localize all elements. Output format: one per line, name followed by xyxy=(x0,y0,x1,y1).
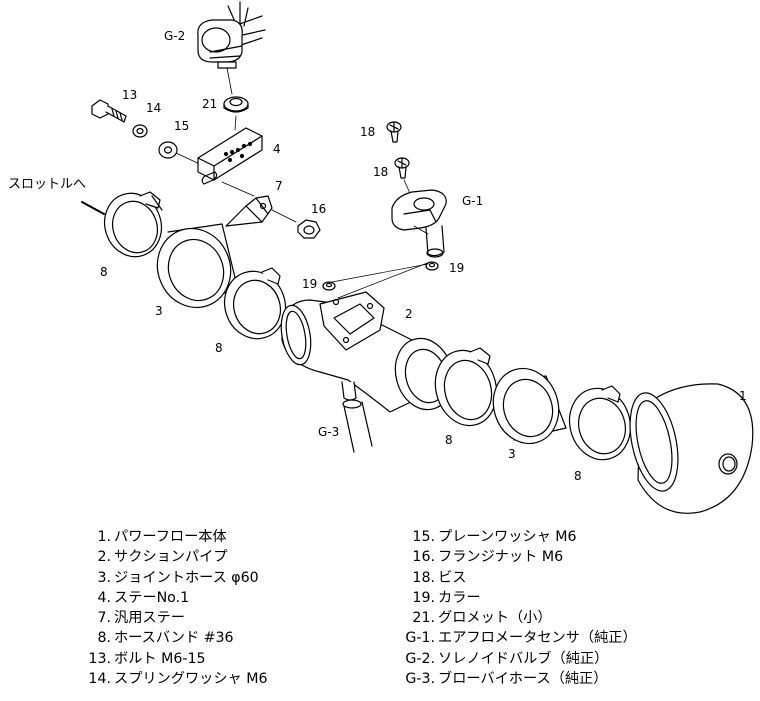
legend-item: G-2.ソレノイドバルブ（純正） xyxy=(405,650,609,667)
airflow-sensor-g1 xyxy=(391,189,447,258)
legend-item: G-1.エアフロメータセンサ（純正） xyxy=(405,630,637,647)
joint-hose-3-right xyxy=(492,367,567,445)
suction-pipe-2 xyxy=(280,291,454,413)
callout-13: 13 xyxy=(122,88,137,102)
legend-item: G-3.ブローバイホース（純正） xyxy=(405,671,608,688)
callout-8-mid-left: 8 xyxy=(215,341,223,355)
legend-item: 18.ビス xyxy=(412,569,467,586)
callout-g2: G-2 xyxy=(164,29,185,43)
legend-item: 1.パワーフロー本体 xyxy=(97,529,227,545)
legend-item: 15.プレーンワッシャ M6 xyxy=(412,529,577,545)
stay-no1-4 xyxy=(197,127,263,197)
plain-washer-15 xyxy=(158,141,205,167)
joint-hose-3-left xyxy=(156,223,239,309)
legend-item: 16.フランジナット M6 xyxy=(412,549,564,566)
spring-washer-14 xyxy=(132,124,148,138)
legend-item: 7.汎用ステー xyxy=(97,610,185,627)
legend-item: 13.ボルト M6-15 xyxy=(88,650,206,667)
universal-stay-7 xyxy=(225,195,297,227)
callout-19-right: 19 xyxy=(449,261,464,275)
callout-8-left: 8 xyxy=(100,265,108,279)
collar-19-left xyxy=(322,281,336,291)
callout-g1: G-1 xyxy=(462,194,483,208)
callout-16: 16 xyxy=(311,202,326,216)
callout-14: 14 xyxy=(146,101,161,115)
solenoid-valve-g2 xyxy=(197,1,266,95)
callout-8-mid-right: 8 xyxy=(445,433,453,447)
hose-band-8-left xyxy=(103,191,163,258)
parts-legend-right: 15.プレーンワッシャ M6 16.フランジナット M6 18.ビス 19.カラ… xyxy=(382,527,637,689)
callout-throttle: スロットルへ xyxy=(8,177,86,192)
callout-g3: G-3 xyxy=(318,425,339,439)
legend-item: 21.グロメット（小） xyxy=(412,610,552,627)
callout-1: 1 xyxy=(739,389,747,403)
power-flow-body-1 xyxy=(629,383,754,514)
bolt-13 xyxy=(91,99,127,123)
grommet-21 xyxy=(223,96,249,131)
callout-21: 21 xyxy=(202,97,217,111)
callout-8-right: 8 xyxy=(574,469,582,483)
screw-18-upper xyxy=(386,121,402,143)
callout-19-left: 19 xyxy=(302,277,317,291)
screw-18-lower xyxy=(394,157,414,201)
legend-item: 8.ホースバンド #36 xyxy=(97,630,234,647)
legend-item: 14.スプリングワッシャ M6 xyxy=(88,671,268,688)
callout-15: 15 xyxy=(174,119,189,133)
legend-item: 2.サクションパイプ xyxy=(97,549,228,566)
callout-7: 7 xyxy=(275,179,283,193)
legend-item: 19.カラー xyxy=(412,589,481,606)
blowby-hose-g3 xyxy=(342,399,373,453)
legend-item: 3.ジョイントホース φ60 xyxy=(97,569,259,586)
collar-19-right xyxy=(425,261,439,271)
callout-18-lower: 18 xyxy=(373,165,388,179)
callout-4: 4 xyxy=(273,142,281,156)
throttle-arrow xyxy=(81,201,105,215)
callout-18-upper: 18 xyxy=(360,125,375,139)
callout-2: 2 xyxy=(405,307,413,321)
exploded-parts-diagram: G-2 21 13 14 15 4 7 16 スロットルへ 8 3 8 18 1… xyxy=(8,1,754,514)
callout-3-left: 3 xyxy=(155,304,163,318)
parts-legend-left: 1.パワーフロー本体 2.サクションパイプ 3.ジョイントホース φ60 4.ス… xyxy=(64,527,267,689)
flange-nut-16 xyxy=(297,219,321,239)
hose-band-8-right xyxy=(568,385,632,461)
callout-3-right: 3 xyxy=(508,447,516,461)
legend-item: 4.ステーNo.1 xyxy=(97,589,190,606)
hose-band-8-mid-left xyxy=(223,267,287,340)
hose-band-8-mid-right xyxy=(434,347,498,427)
